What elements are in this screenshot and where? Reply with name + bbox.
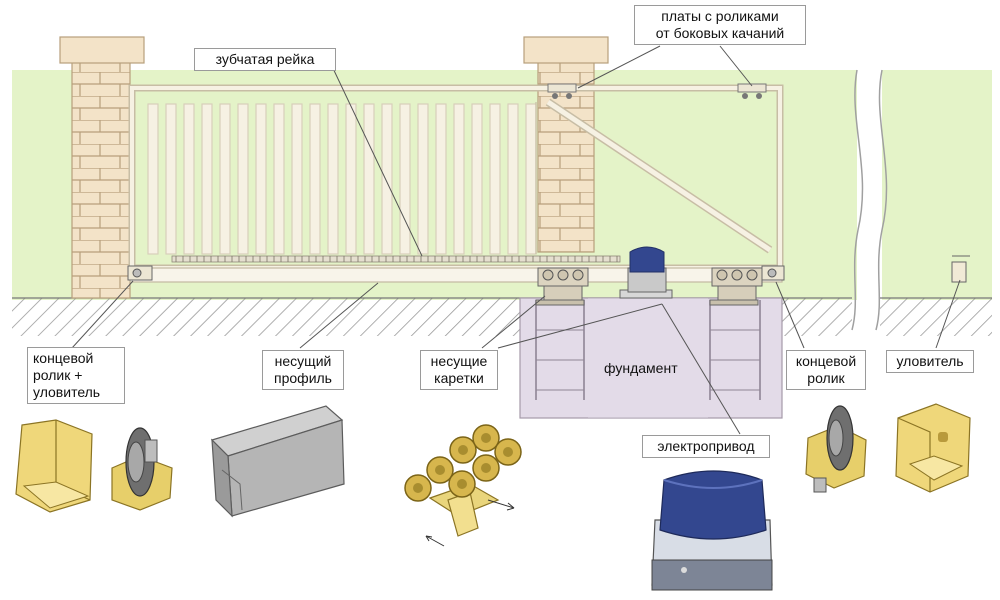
gate-slat xyxy=(417,103,429,255)
label-bearing-profile: несущий профиль xyxy=(262,350,344,390)
label-end-roller: концевой ролик xyxy=(786,350,866,390)
gate-slat xyxy=(219,103,231,255)
gate-slat xyxy=(399,103,411,255)
label-foundation: фундамент xyxy=(604,360,678,376)
gate-slat xyxy=(237,103,249,255)
gate-slat xyxy=(489,103,501,255)
gate-slat xyxy=(309,103,321,255)
label-carriages: несущие каретки xyxy=(420,350,498,390)
gate-slat xyxy=(453,103,465,255)
left-pillar xyxy=(59,36,145,299)
bearing-profile-rail xyxy=(129,267,783,283)
gate-slat xyxy=(291,103,303,255)
bearing-profile-part xyxy=(210,405,345,518)
gate-slat xyxy=(327,103,339,255)
label-toothed-rack: зубчатая рейка xyxy=(194,48,336,71)
ground-hatching xyxy=(12,297,992,336)
carriage-part xyxy=(404,424,522,547)
end-roller-right-on-gate xyxy=(761,265,785,281)
grass-background xyxy=(12,69,992,331)
electric-drive-part xyxy=(651,470,773,591)
label-top-roller-plates: платы с роликами от боковых качаний xyxy=(634,5,806,45)
leader-lines xyxy=(71,45,961,435)
gate-slat xyxy=(435,103,447,255)
gate-slat xyxy=(525,103,537,255)
gate-slat xyxy=(345,103,357,255)
label-end-roller-catcher: концевой ролик + уловитель xyxy=(27,347,125,404)
catcher-on-post xyxy=(951,255,970,283)
catcher-bracket-right xyxy=(895,403,971,493)
carriage-right xyxy=(709,267,763,306)
gate-slat xyxy=(183,103,195,255)
label-electric-drive: электропривод xyxy=(642,435,770,458)
label-catcher: уловитель xyxy=(886,350,974,373)
catcher-bracket-left xyxy=(15,419,93,513)
foundation-block xyxy=(519,297,783,419)
end-roller-left-part xyxy=(111,427,173,511)
carriage-left xyxy=(535,267,589,306)
gate-slat xyxy=(507,103,519,255)
top-roller-plates xyxy=(547,83,767,99)
gate-slat xyxy=(147,103,159,255)
gate-slat xyxy=(255,103,267,255)
motor-on-gate xyxy=(619,246,673,299)
gate-slat xyxy=(201,103,213,255)
gate-slat xyxy=(381,103,393,255)
gate-slat xyxy=(165,103,177,255)
end-roller-right-part xyxy=(805,405,867,493)
gate-slat xyxy=(471,103,483,255)
right-pillar xyxy=(523,36,609,253)
gate-slat xyxy=(273,103,285,255)
toothed-rack xyxy=(171,255,621,263)
gate-slat xyxy=(363,103,375,255)
end-roller-on-gate xyxy=(127,265,153,281)
